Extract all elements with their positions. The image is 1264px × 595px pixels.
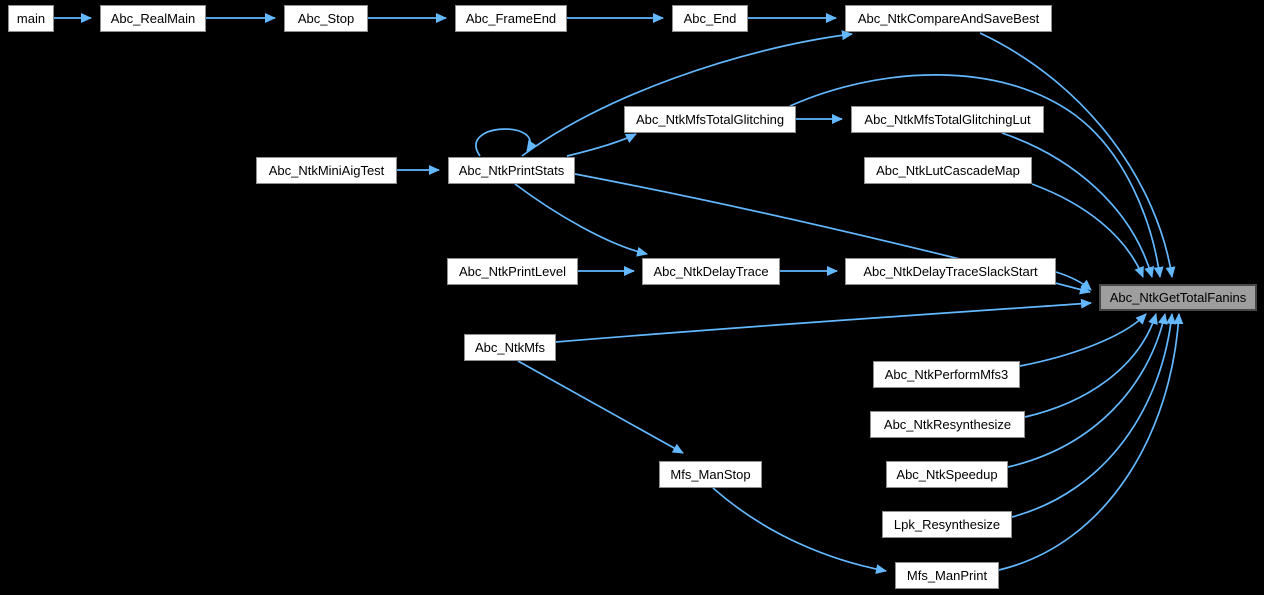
- node-label: Abc_NtkDelayTraceSlackStart: [863, 264, 1038, 279]
- edge-group: [54, 13, 1184, 575]
- node-abc_ntkresynthesize[interactable]: Abc_NtkResynthesize: [870, 411, 1025, 438]
- node-abc_ntkspeedup[interactable]: Abc_NtkSpeedup: [886, 461, 1008, 488]
- node-abc_stop[interactable]: Abc_Stop: [284, 5, 368, 32]
- node-mfs_manprint[interactable]: Mfs_ManPrint: [895, 562, 999, 589]
- node-label: main: [16, 11, 46, 26]
- node-abc_frameend[interactable]: Abc_FrameEnd: [455, 5, 567, 32]
- node-label: Abc_NtkPrintStats: [458, 163, 565, 178]
- node-abc_ntkmfs[interactable]: Abc_NtkMfs: [464, 334, 556, 361]
- node-abc_realmain[interactable]: Abc_RealMain: [100, 5, 206, 32]
- node-label: Abc_NtkMfsTotalGlitchingLut: [864, 112, 1031, 127]
- node-label: Abc_NtkMfsTotalGlitching: [635, 112, 785, 127]
- edge-abc_ntkprintstats-to-abc_ntkdelaytrace: [514, 183, 648, 257]
- node-abc_ntkcompareandsavebest[interactable]: Abc_NtkCompareAndSaveBest: [845, 5, 1052, 32]
- node-label: Abc_NtkLutCascadeMap: [876, 163, 1020, 178]
- node-lpk_resynthesize[interactable]: Lpk_Resynthesize: [882, 511, 1012, 538]
- node-abc_ntkdelaytrace[interactable]: Abc_NtkDelayTrace: [642, 258, 780, 285]
- node-label: Abc_NtkMfs: [474, 340, 546, 355]
- edge-abc_ntkprintstats-to-abc_ntkmfstotalglitching: [566, 133, 637, 157]
- node-label: Abc_Stop: [297, 11, 355, 26]
- node-label: Mfs_ManPrint: [906, 568, 988, 583]
- edge-abc_ntkprintstats-to-abc_ntkcompareandsavebest: [521, 30, 853, 157]
- node-label: Abc_NtkPrintLevel: [459, 264, 566, 279]
- node-label: Abc_NtkDelayTrace: [653, 264, 769, 279]
- node-abc_ntkmfstotalglitching[interactable]: Abc_NtkMfsTotalGlitching: [624, 106, 796, 133]
- node-abc_ntkprintlevel[interactable]: Abc_NtkPrintLevel: [447, 258, 578, 285]
- node-abc_ntkperformmfs3[interactable]: Abc_NtkPerformMfs3: [873, 361, 1020, 388]
- node-abc_ntkdelaytraceslackstart[interactable]: Abc_NtkDelayTraceSlackStart: [845, 258, 1056, 285]
- node-label: Abc_End: [683, 11, 737, 26]
- node-label: Abc_NtkSpeedup: [896, 467, 998, 482]
- node-label: Abc_RealMain: [110, 11, 196, 26]
- edge-mfs_manstop-to-mfs_manprint: [712, 487, 887, 575]
- edge-abc_ntklutcascademap-to-abc_ntkgettotalfanins: [1031, 183, 1144, 278]
- node-abc_ntkmfstotalglitchinglut[interactable]: Abc_NtkMfsTotalGlitchingLut: [851, 106, 1044, 133]
- edge-abc_ntkcompareandsavebest-to-abc_ntkgettotalfanins: [979, 32, 1176, 278]
- edge-abc_ntkspeedup-to-abc_ntkgettotalfanins: [1007, 313, 1168, 468]
- edge-abc_ntkmfstotalglitching-to-abc_ntkgettotalfanins: [789, 74, 1164, 278]
- edge-abc_ntkmfs-to-mfs_manstop: [517, 360, 684, 454]
- node-label: Abc_NtkGetTotalFanins: [1109, 290, 1247, 305]
- node-abc_end[interactable]: Abc_End: [672, 5, 748, 32]
- node-mfs_manstop[interactable]: Mfs_ManStop: [659, 461, 762, 488]
- node-abc_ntkgettotalfanins: Abc_NtkGetTotalFanins: [1099, 284, 1257, 311]
- node-abc_ntklutcascademap[interactable]: Abc_NtkLutCascadeMap: [864, 157, 1032, 184]
- node-label: Lpk_Resynthesize: [893, 517, 1001, 532]
- node-label: Abc_NtkMiniAigTest: [268, 163, 385, 178]
- node-label: Abc_NtkResynthesize: [883, 417, 1012, 432]
- node-abc_ntkprintstats[interactable]: Abc_NtkPrintStats: [448, 157, 575, 184]
- edge-abc_ntkmfstotalglitchinglut-to-abc_ntkgettotalfanins: [1001, 132, 1155, 278]
- edge-abc_ntkperformmfs3-to-abc_ntkgettotalfanins: [1019, 313, 1147, 367]
- edge-mfs_manprint-to-abc_ntkgettotalfanins: [998, 313, 1184, 571]
- node-abc_ntkminiaigtest[interactable]: Abc_NtkMiniAigTest: [256, 157, 397, 184]
- edge-abc_ntkdelaytraceslackstart-to-abc_ntkgettotalfanins: [1055, 271, 1092, 291]
- edge-abc_ntkprintstats-to-abc_ntkprintstats: [475, 128, 537, 157]
- edge-abc_ntkresynthesize-to-abc_ntkgettotalfanins: [1024, 313, 1158, 418]
- node-label: Abc_NtkCompareAndSaveBest: [857, 11, 1040, 26]
- edge-abc_ntkmfs-to-abc_ntkgettotalfanins: [555, 298, 1092, 343]
- node-label: Abc_NtkPerformMfs3: [884, 367, 1009, 382]
- node-label: Abc_FrameEnd: [465, 11, 557, 26]
- node-label: Mfs_ManStop: [670, 467, 751, 482]
- node-main[interactable]: main: [8, 5, 54, 32]
- edge-lpk_resynthesize-to-abc_ntkgettotalfanins: [1011, 313, 1176, 518]
